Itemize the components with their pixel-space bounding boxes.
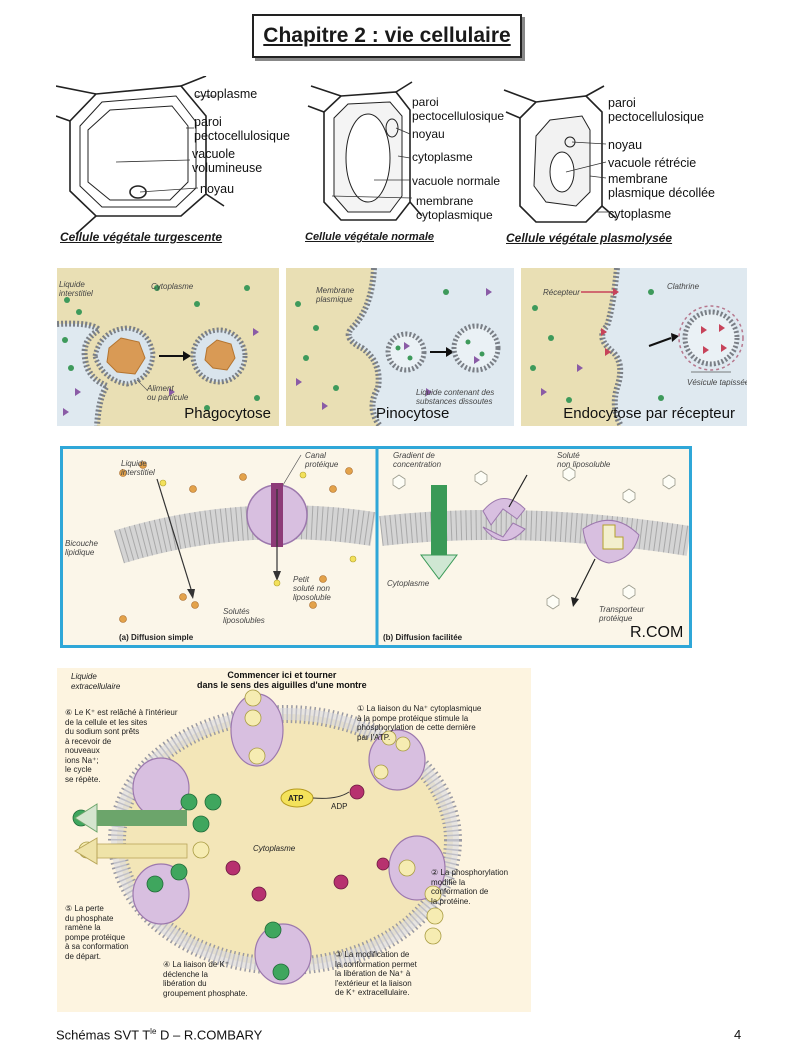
diff-bicouche-label: Bicouche lipidique	[65, 539, 98, 557]
pump-cytoplasme-label: Cytoplasme	[253, 844, 296, 853]
caption-plasmolysee: Cellule végétale plasmolysée	[506, 231, 673, 245]
label-vacuole-3: vacuole rétrécie	[608, 156, 697, 170]
pump-step-1: ① La liaison du Na⁺ cytoplasmique à la p…	[357, 704, 482, 742]
pump-liquide-label: Liquide extracellulaire	[71, 672, 121, 691]
rec-vesicule-label: Vésicule tapissée	[687, 378, 747, 387]
label-paroi-1: paroi pectocellulosique	[194, 115, 290, 143]
recepteur-caption: Endocytose par récepteur	[563, 405, 735, 422]
panel-phagocytose: Liquide interstitiel Cytoplasme Aliment …	[57, 268, 279, 426]
pino-liquide-label: Liquide contenant des substances dissout…	[416, 388, 495, 406]
page-number: 4	[734, 1027, 742, 1042]
pump-step-6: ⑥ Le K⁺ est relâché à l'intérieur de la …	[65, 708, 178, 784]
label-cytoplasme-3: cytoplasme	[608, 207, 672, 221]
pump-step-5: ⑤ La perte du phosphate ramène la pompe …	[65, 904, 129, 961]
caption-turgescent: Cellule végétale turgescente	[60, 230, 223, 244]
panel-pinocytose: Membrane plasmique Liquide contenant des…	[286, 268, 514, 426]
label-cytoplasme-2: cytoplasme	[412, 150, 473, 164]
diffusion-simple-footer: (a) Diffusion simple	[119, 633, 194, 642]
pinocytose-drawing	[286, 268, 514, 426]
rec-recepteur-label: Récepteur	[543, 288, 580, 297]
label-membrane-2: membrane cytoplasmique	[416, 194, 493, 222]
diff-canal-label: Canal protéique	[305, 451, 339, 469]
cell-normale	[307, 81, 423, 221]
diff-gradient-label: Gradient de concentration	[393, 451, 442, 469]
caption-normale: Cellule végétale normale	[305, 231, 434, 243]
label-vacuole-1: vacuole volumineuse	[192, 147, 263, 175]
credit-rcom: R.COM	[630, 624, 684, 641]
label-noyau-2: noyau	[412, 127, 445, 141]
phagocytose-caption: Phagocytose	[184, 405, 271, 422]
pino-membrane-label: Membrane plasmique	[316, 286, 355, 304]
phago-cytoplasme-label: Cytoplasme	[151, 282, 194, 291]
pump-adp-label: ADP	[331, 802, 348, 811]
diffusion-drawing	[63, 449, 689, 645]
recepteur-drawing	[521, 268, 747, 426]
label-membrane-3: membrane plasmique décollée	[608, 172, 716, 200]
page-title: Chapitre 2 : vie cellulaire	[263, 24, 511, 47]
diff-petit-solute-label: Petit soluté non liposoluble	[293, 575, 331, 602]
panel-recepteur: Récepteur Clathrine Vésicule tapissée En…	[521, 268, 747, 426]
diff-solutes-label: Solutés liposolubles	[223, 607, 265, 625]
phago-aliment-label: Aliment ou particule	[147, 384, 189, 402]
label-paroi-3: paroi pectocellulosique	[608, 96, 704, 124]
diff-cytoplasme-label: Cytoplasme	[387, 579, 430, 588]
cell-turgescent	[56, 76, 225, 235]
phago-liquide-label: Liquide interstitiel	[59, 280, 93, 298]
pump-diagram: Commencer ici et tourner dans le sens de…	[57, 668, 531, 1012]
label-cytoplasme-1: cytoplasme	[194, 87, 258, 101]
phagocytose-drawing	[57, 268, 279, 426]
pump-step-4: ④ La liaison de K⁺ déclenche la libérati…	[163, 960, 248, 998]
pump-atp-label: ATP	[288, 794, 304, 803]
rec-clathrine-label: Clathrine	[667, 282, 700, 291]
diff-liquide-label: Liquide interstitiel	[121, 459, 155, 477]
diff-transporteur-label: Transporteur protéique	[599, 605, 645, 623]
pump-step-3: ③ La modification de la conformation per…	[335, 950, 417, 997]
label-paroi-2: paroi pectocellulosique	[412, 95, 505, 123]
label-noyau-3: noyau	[608, 138, 643, 152]
page-title-box: Chapitre 2 : vie cellulaire	[252, 14, 522, 58]
pump-drawing	[57, 668, 531, 1012]
diffusion-frame: Liquide interstitiel Canal protéique Bic…	[60, 446, 692, 648]
diffusion-facilitee-footer: (b) Diffusion facilitée	[383, 633, 463, 642]
footer-credit: Schémas SVT Tle D – R.COMBARY	[56, 1027, 263, 1043]
label-vacuole-2: vacuole normale	[412, 174, 501, 188]
cell-plasmolysee	[503, 85, 617, 223]
pump-step-2: ② La phosphorylation modifie la conforma…	[431, 868, 509, 906]
pump-title: Commencer ici et tourner dans le sens de…	[197, 670, 367, 690]
plant-cells-drawing	[56, 76, 617, 235]
pinocytose-caption: Pinocytose	[376, 405, 450, 422]
diff-solute-non-lipo-label: Soluté non liposoluble	[557, 451, 611, 469]
label-noyau-1: noyau	[200, 182, 235, 196]
